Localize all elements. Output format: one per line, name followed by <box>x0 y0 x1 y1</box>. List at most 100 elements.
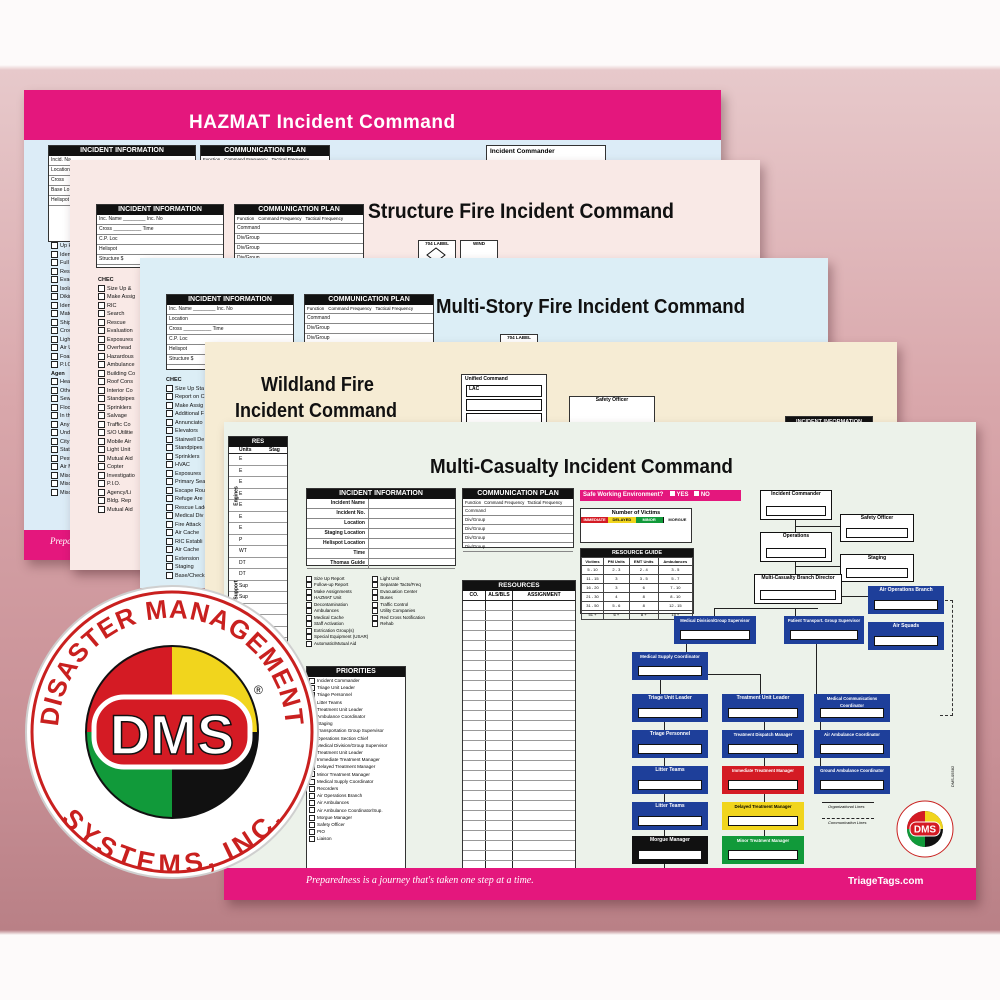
resource-cell[interactable] <box>463 651 486 660</box>
checkbox[interactable] <box>306 601 312 608</box>
checkbox[interactable] <box>306 627 312 634</box>
checkbox[interactable] <box>372 614 379 621</box>
resource-cell[interactable] <box>463 831 486 840</box>
checkbox[interactable] <box>306 576 312 582</box>
resource-cell[interactable] <box>463 721 486 730</box>
resource-cell[interactable] <box>486 771 513 780</box>
resource-cell[interactable] <box>486 811 513 820</box>
resource-cell[interactable] <box>486 761 513 770</box>
resource-cell[interactable] <box>463 641 486 650</box>
checkbox[interactable] <box>306 640 312 647</box>
check-item: Dikin <box>51 293 91 302</box>
resource-cell[interactable] <box>463 791 486 800</box>
checkbox[interactable] <box>306 595 312 602</box>
resource-cell[interactable] <box>463 681 486 690</box>
resource-cell[interactable] <box>463 611 486 620</box>
resource-cell[interactable] <box>463 671 486 680</box>
org-medical-comm-coordinator: Medical Communications Coordinator <box>814 694 890 722</box>
comm-row: Div/Group <box>463 543 573 552</box>
checkbox[interactable] <box>372 621 379 628</box>
checkbox[interactable] <box>372 608 379 615</box>
resource-cell[interactable] <box>463 841 486 850</box>
checkbox[interactable] <box>306 621 312 628</box>
checkbox[interactable] <box>306 582 312 589</box>
resource-cell[interactable] <box>463 781 486 790</box>
unit-code: E <box>239 479 243 485</box>
resource-cell[interactable] <box>463 631 486 640</box>
check-label: Special Equipment (USAR) <box>314 634 369 640</box>
resource-cell[interactable] <box>486 781 513 790</box>
org-mci-branch-director: Multi-Casualty Branch Director <box>754 574 842 604</box>
resource-cell[interactable] <box>486 741 513 750</box>
resource-cell[interactable] <box>486 851 513 860</box>
resource-cell[interactable] <box>463 691 486 700</box>
resource-cell[interactable] <box>463 811 486 820</box>
checkbox[interactable] <box>309 807 315 814</box>
resource-cell[interactable] <box>463 661 486 670</box>
resource-cell[interactable] <box>463 751 486 760</box>
resource-cell[interactable] <box>486 831 513 840</box>
resource-cell[interactable] <box>486 681 513 690</box>
checkbox[interactable] <box>372 582 379 589</box>
checkbox[interactable] <box>309 829 315 836</box>
resource-cell[interactable] <box>486 641 513 650</box>
no-checkbox[interactable] <box>694 491 700 496</box>
resource-cell[interactable] <box>486 671 513 680</box>
checkbox[interactable] <box>309 793 315 800</box>
comm-row: Command <box>235 224 363 234</box>
resource-cell[interactable] <box>486 751 513 760</box>
resource-cell[interactable] <box>463 701 486 710</box>
resource-cell[interactable] <box>463 801 486 810</box>
resource-cell[interactable] <box>463 601 486 610</box>
checkbox[interactable] <box>372 601 379 608</box>
lac-field: LAC <box>466 385 542 397</box>
doc-code: DMS-05582 <box>950 765 956 788</box>
resource-cell[interactable] <box>463 821 486 830</box>
resource-cell[interactable] <box>463 761 486 770</box>
checkbox[interactable] <box>306 634 312 641</box>
check-item: Fire Attack <box>166 520 236 530</box>
resource-cell[interactable] <box>463 711 486 720</box>
check-item: Ambulances <box>306 608 368 615</box>
field: Cross __________ Time <box>167 325 293 335</box>
resource-cell[interactable] <box>463 621 486 630</box>
resource-cell[interactable] <box>486 631 513 640</box>
checkbox[interactable] <box>309 800 315 807</box>
resource-cell[interactable] <box>486 721 513 730</box>
resource-cell[interactable] <box>486 791 513 800</box>
resource-cell[interactable] <box>463 731 486 740</box>
checkbox[interactable] <box>309 821 315 828</box>
checkbox[interactable] <box>306 608 312 615</box>
checkbox[interactable] <box>372 588 379 595</box>
checkbox[interactable] <box>372 595 379 602</box>
resource-cell[interactable] <box>486 661 513 670</box>
check-label: Minor Treatment Manager <box>317 771 370 777</box>
checkbox[interactable] <box>306 614 312 621</box>
checkbox[interactable] <box>306 588 312 595</box>
resource-cell[interactable] <box>486 801 513 810</box>
resource-cell[interactable] <box>486 621 513 630</box>
resource-cell[interactable] <box>486 821 513 830</box>
resource-cell[interactable] <box>486 841 513 850</box>
resource-cell[interactable] <box>486 651 513 660</box>
checkbox[interactable] <box>309 836 315 843</box>
resource-cell[interactable] <box>486 711 513 720</box>
resource-cell[interactable] <box>463 741 486 750</box>
resource-cell[interactable] <box>486 861 513 870</box>
resource-cell[interactable] <box>486 701 513 710</box>
check-label: Liaison <box>317 836 332 842</box>
resource-cell[interactable] <box>486 601 513 610</box>
resource-cell[interactable] <box>486 611 513 620</box>
checkbox[interactable] <box>372 576 379 582</box>
yes-checkbox[interactable] <box>669 491 675 496</box>
resource-cell[interactable] <box>463 851 486 860</box>
check-item: Air U <box>51 344 91 353</box>
unit-code: E <box>239 456 243 462</box>
resource-cell[interactable] <box>486 731 513 740</box>
resource-cell[interactable] <box>486 691 513 700</box>
resource-cell[interactable] <box>463 771 486 780</box>
check-item: Floo <box>51 403 91 413</box>
checkbox[interactable] <box>309 785 315 792</box>
resource-cell[interactable] <box>463 861 486 870</box>
checkbox[interactable] <box>309 814 315 821</box>
